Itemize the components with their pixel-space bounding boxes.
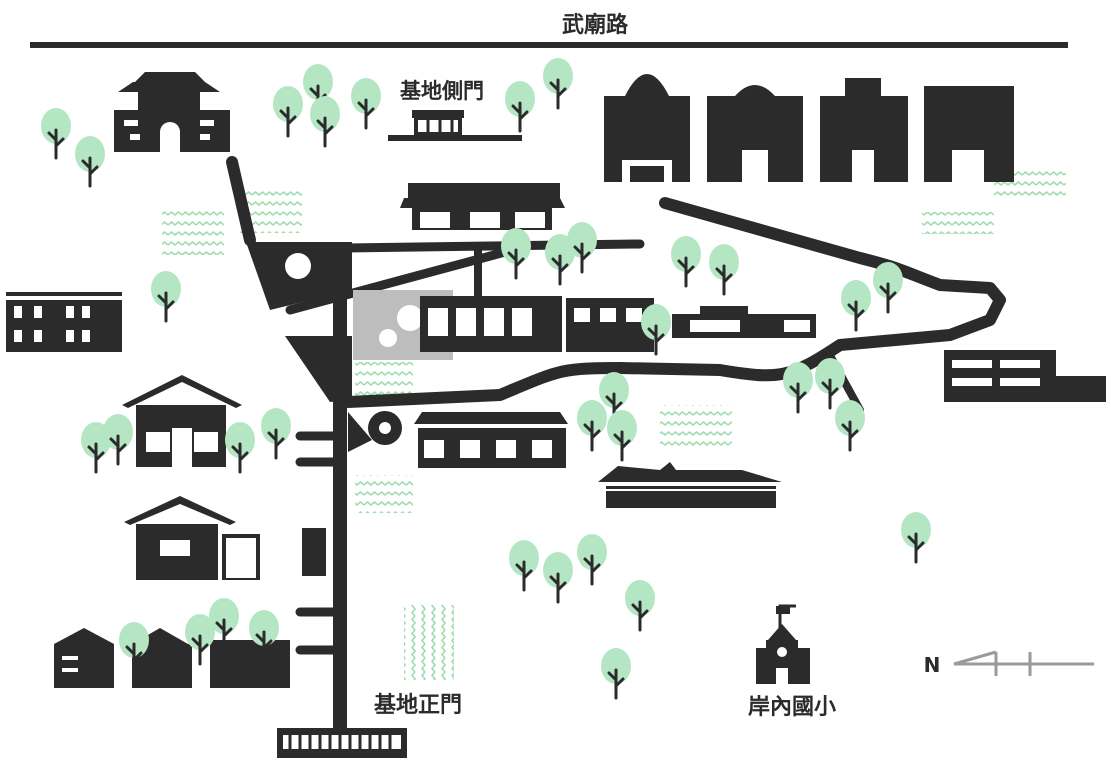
west-dormitory: [6, 292, 122, 352]
plaza: [246, 242, 453, 452]
school-building: [756, 604, 810, 684]
temple-building: [114, 72, 230, 152]
greenhouse: [124, 496, 260, 580]
southwest-warehouses: [54, 628, 290, 688]
barracks-building: [414, 412, 568, 468]
school-label: 岸內國小: [748, 695, 836, 720]
west-shed: [302, 528, 326, 576]
main-gate-label: 基地正門: [374, 693, 462, 718]
northern-buildings: [604, 74, 1014, 182]
central-factory: [420, 296, 816, 352]
top-road-label: 武廟路: [562, 12, 629, 38]
warehouse-north: [400, 183, 565, 230]
side-gate-icon: [388, 110, 522, 141]
side-gate-label: 基地側門: [400, 79, 484, 103]
north-arrow: N: [924, 650, 1094, 677]
west-barn: [122, 375, 242, 467]
long-shed: [598, 462, 782, 508]
water-patches: [162, 170, 1066, 680]
east-dormitory: [944, 350, 1106, 402]
north-label: N: [924, 653, 941, 677]
main-gate-structure: [277, 728, 407, 758]
